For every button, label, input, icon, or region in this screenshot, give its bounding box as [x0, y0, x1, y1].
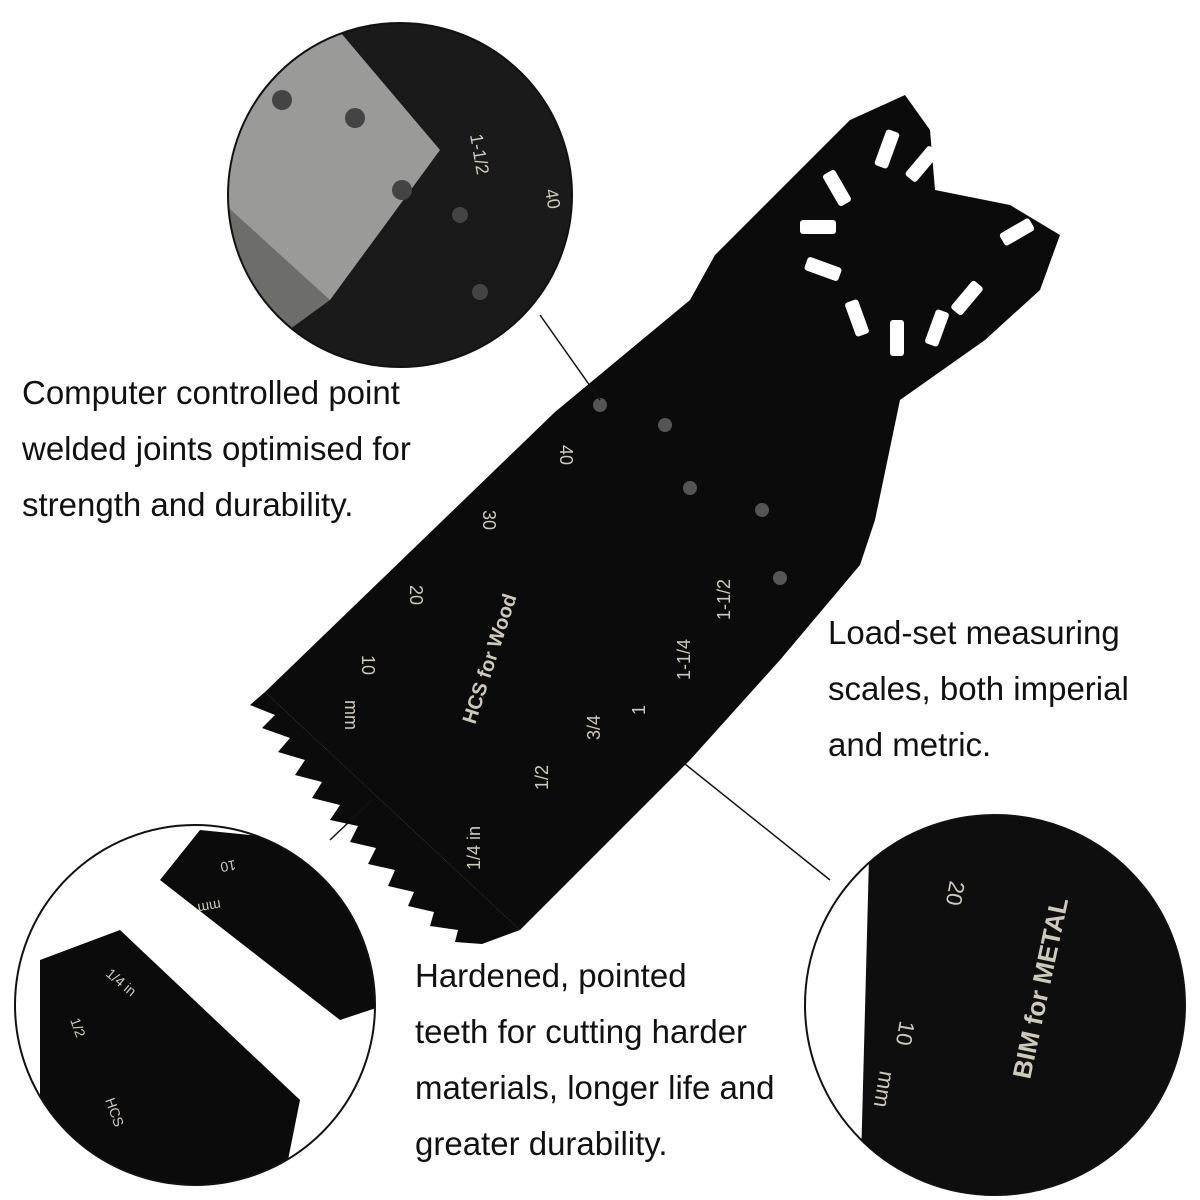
metric-tick: 30 [479, 510, 499, 530]
scale-tick: 10 [219, 857, 237, 875]
scale-tick: 1/2 [67, 1016, 89, 1040]
scale-tick: 20 [941, 879, 970, 907]
metric-tick: 10 [358, 655, 378, 675]
scale-tick: mm [197, 897, 223, 917]
detail-circle-welds: 1-1/2 40 [227, 22, 573, 368]
imperial-tick: 3/4 [584, 715, 604, 740]
caption-line: and metric. [828, 726, 992, 763]
caption-line: welded joints optimised for [22, 430, 411, 467]
metric-tick: mm [341, 700, 361, 730]
imperial-tick: 1-1/4 [674, 639, 694, 680]
caption-line: Hardened, pointed [415, 957, 687, 994]
scale-tick: 10 [891, 1019, 920, 1047]
metric-tick: 40 [556, 445, 576, 465]
imperial-tick: 1/4 in [464, 826, 484, 870]
detail-circle-teeth: 10 mm HCS 1/4 in 1/2 [14, 824, 376, 1186]
caption-line: Load-set measuring [828, 614, 1120, 651]
metric-tick: 20 [406, 585, 426, 605]
caption-line: greater durability. [415, 1125, 668, 1162]
caption-line: Computer controlled point [22, 374, 400, 411]
caption-hardened-teeth: Hardened, pointed teeth for cutting hard… [415, 948, 775, 1172]
caption-welded-joints: Computer controlled point welded joints … [22, 365, 411, 533]
imperial-tick: 1-1/2 [714, 579, 734, 620]
imperial-tick: 1/2 [532, 765, 552, 790]
caption-line: materials, longer life and [415, 1069, 775, 1106]
caption-measuring-scales: Load-set measuring scales, both imperial… [828, 605, 1129, 773]
saw-blade: mm 10 20 30 40 1/4 in 1/2 3/4 1 1-1/4 1-… [250, 95, 1060, 944]
caption-line: teeth for cutting harder [415, 1013, 748, 1050]
pointer-lines [329, 314, 831, 881]
caption-line: scales, both imperial [828, 670, 1129, 707]
detail-circle-scale: 20 10 mm BIM for METAL [804, 814, 1186, 1196]
imperial-tick: 1 [629, 705, 649, 715]
scale-tick: 40 [541, 187, 564, 210]
caption-line: strength and durability. [22, 486, 354, 523]
